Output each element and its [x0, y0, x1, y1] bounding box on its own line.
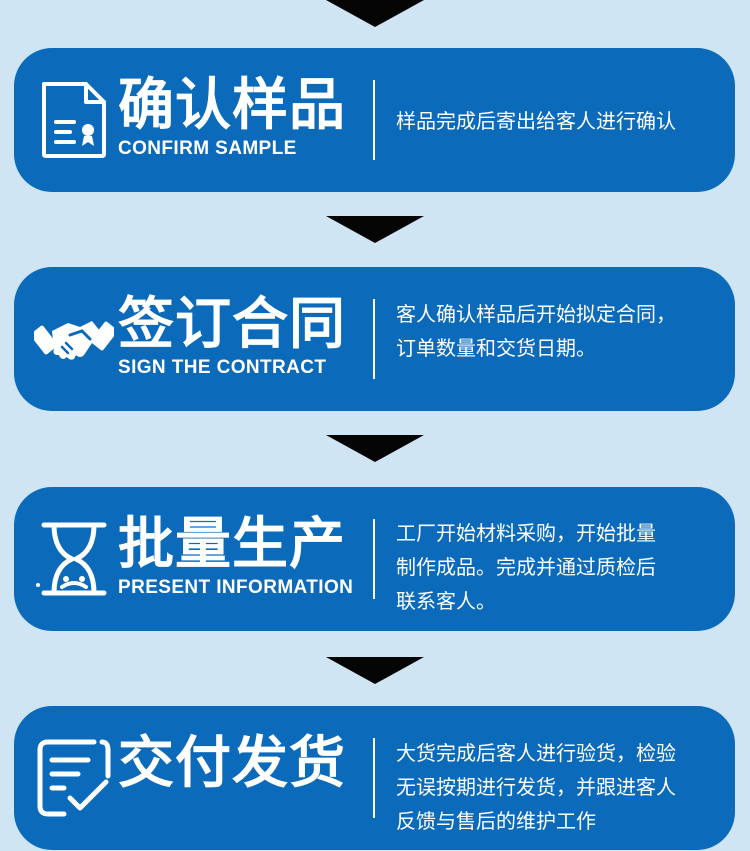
- flow-arrow-2: [326, 435, 424, 462]
- flow-arrow-top: [326, 0, 424, 27]
- step-title-en: PRESENT INFORMATION: [118, 577, 354, 598]
- step-title-zh: 批量生产: [118, 512, 346, 577]
- step-title-zh: 确认样品: [118, 73, 346, 138]
- step-title-en: SIGN THE CONTRACT: [118, 357, 327, 378]
- step-card-confirm-sample: 确认样品 CONFIRM SAMPLE 样品完成后寄出给客人进行确认: [14, 48, 735, 192]
- flow-arrow-3: [326, 657, 424, 684]
- step-title-en: CONFIRM SAMPLE: [118, 138, 297, 159]
- divider: [373, 738, 375, 818]
- document-seal-icon: [34, 78, 114, 162]
- hourglass-icon: [34, 517, 114, 601]
- checklist-icon: [34, 736, 114, 820]
- step-card-sign-contract: 签订合同 SIGN THE CONTRACT 客人确认样品后开始拟定合同， 订单…: [14, 267, 735, 411]
- step-card-mass-production: 批量生产 PRESENT INFORMATION 工厂开始材料采购，开始批量 制…: [14, 487, 735, 631]
- step-description: 大货完成后客人进行验货，检验 无误按期进行发货，并跟进客人 反馈与售后的维护工作: [396, 741, 676, 833]
- divider: [373, 80, 375, 160]
- step-title-zh: 签订合同: [118, 292, 346, 357]
- handshake-icon: [34, 297, 114, 381]
- step-description: 样品完成后寄出给客人进行确认: [396, 109, 676, 133]
- flow-arrow-1: [326, 216, 424, 243]
- divider: [373, 519, 375, 599]
- step-description: 工厂开始材料采购，开始批量 制作成品。完成并通过质检后 联系客人。: [396, 521, 656, 613]
- step-card-delivery: 交付发货 大货完成后客人进行验货，检验 无误按期进行发货，并跟进客人 反馈与售后…: [14, 706, 735, 850]
- step-description: 客人确认样品后开始拟定合同， 订单数量和交货日期。: [396, 302, 676, 360]
- divider: [373, 299, 375, 379]
- step-title-zh: 交付发货: [118, 731, 346, 796]
